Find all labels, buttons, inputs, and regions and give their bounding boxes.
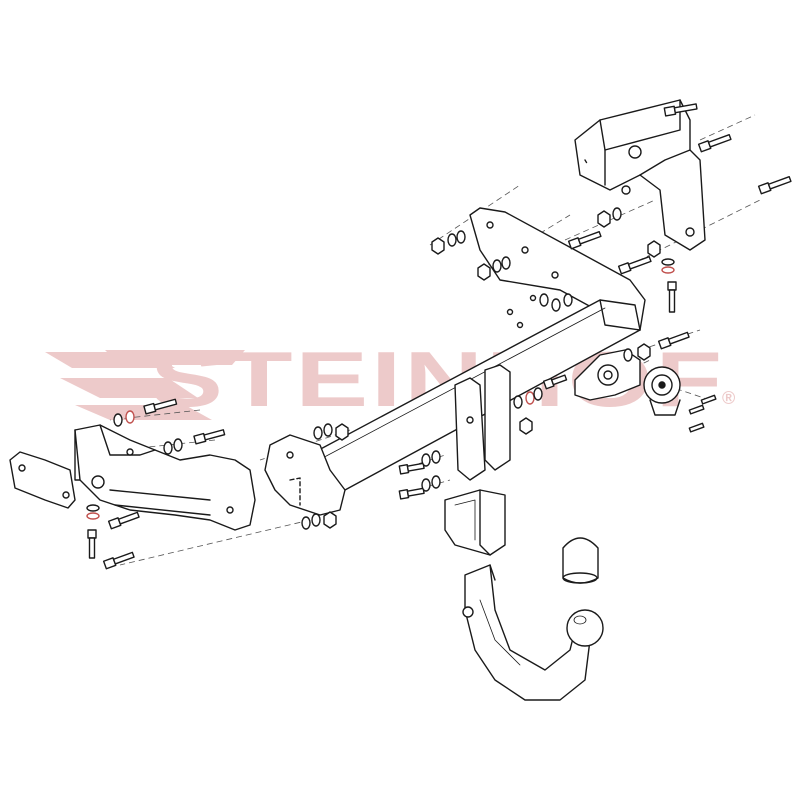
plate-hole	[18, 464, 26, 472]
bolt	[757, 176, 792, 195]
washer	[612, 207, 622, 221]
washer	[539, 293, 549, 307]
right-mounting-bracket	[574, 99, 706, 251]
bolt	[143, 398, 178, 415]
washer	[311, 513, 321, 527]
bolt	[398, 487, 425, 500]
bracket-hole	[91, 475, 105, 489]
tow-ball	[566, 609, 604, 647]
washer	[533, 387, 543, 401]
washer	[563, 293, 573, 307]
washer	[421, 453, 431, 467]
washer	[501, 256, 511, 270]
bracket-hole	[466, 416, 474, 424]
left-spacer-plate	[9, 451, 76, 509]
washer	[431, 475, 441, 489]
bracket-hole	[685, 227, 695, 237]
bolt	[663, 103, 698, 117]
pin-hole	[462, 606, 474, 618]
screw	[688, 404, 705, 415]
bolt	[542, 374, 568, 390]
washer	[513, 395, 523, 409]
washer	[431, 450, 441, 464]
washer-highlighted	[125, 410, 135, 424]
washer	[113, 413, 123, 427]
center-hanger-bracket	[454, 364, 511, 481]
bolt	[107, 511, 140, 530]
washer	[447, 233, 457, 247]
bracket-hole	[126, 448, 134, 456]
bracket-hole	[226, 506, 234, 514]
bolt	[102, 551, 135, 570]
washer	[492, 259, 502, 273]
logo-swoosh-mark	[45, 350, 245, 420]
logo-registered-mark: ®	[722, 388, 735, 408]
washer-highlighted	[661, 266, 675, 274]
washer	[623, 348, 633, 362]
arm-hole	[521, 246, 529, 254]
washer-highlighted	[86, 512, 100, 520]
bracket-hole	[621, 185, 631, 195]
small-nut	[529, 294, 537, 302]
arm-hole	[486, 221, 494, 229]
plate-hole	[286, 451, 294, 459]
washer	[86, 504, 100, 512]
nuts-and-washers	[86, 207, 675, 530]
washer	[551, 298, 561, 312]
screw	[688, 422, 705, 433]
washer	[421, 478, 431, 492]
washer	[163, 441, 173, 455]
electrical-socket	[643, 366, 681, 416]
tow-ball-cap	[562, 537, 599, 584]
bolt	[697, 134, 732, 153]
bolt	[617, 256, 652, 275]
washer	[313, 426, 323, 440]
nut	[323, 511, 337, 529]
arm-hole	[551, 271, 559, 279]
bolt	[657, 331, 690, 350]
nut	[335, 423, 349, 441]
nut	[477, 263, 491, 281]
small-nut	[516, 321, 524, 329]
nut	[431, 237, 445, 255]
nut	[647, 240, 661, 258]
washer	[323, 423, 333, 437]
left-side-plate	[264, 434, 346, 516]
bolt	[87, 529, 97, 559]
bracket-hole	[628, 145, 642, 159]
bolts	[87, 103, 792, 570]
bolt	[667, 281, 677, 313]
bolt	[193, 429, 226, 445]
screw	[700, 394, 717, 405]
nut	[597, 210, 611, 228]
small-nut	[506, 308, 514, 316]
washer	[661, 258, 675, 266]
socket-mounting-plate	[574, 349, 641, 401]
plate-hole	[62, 491, 70, 499]
washer	[456, 230, 466, 244]
bolt	[398, 462, 425, 475]
left-mounting-bracket	[74, 424, 256, 531]
nut	[637, 343, 651, 361]
nut	[519, 417, 533, 435]
bolt	[567, 231, 602, 250]
washer-highlighted	[525, 391, 535, 405]
socket-receiver-block	[444, 489, 506, 556]
washer	[173, 438, 183, 452]
washer	[301, 516, 311, 530]
